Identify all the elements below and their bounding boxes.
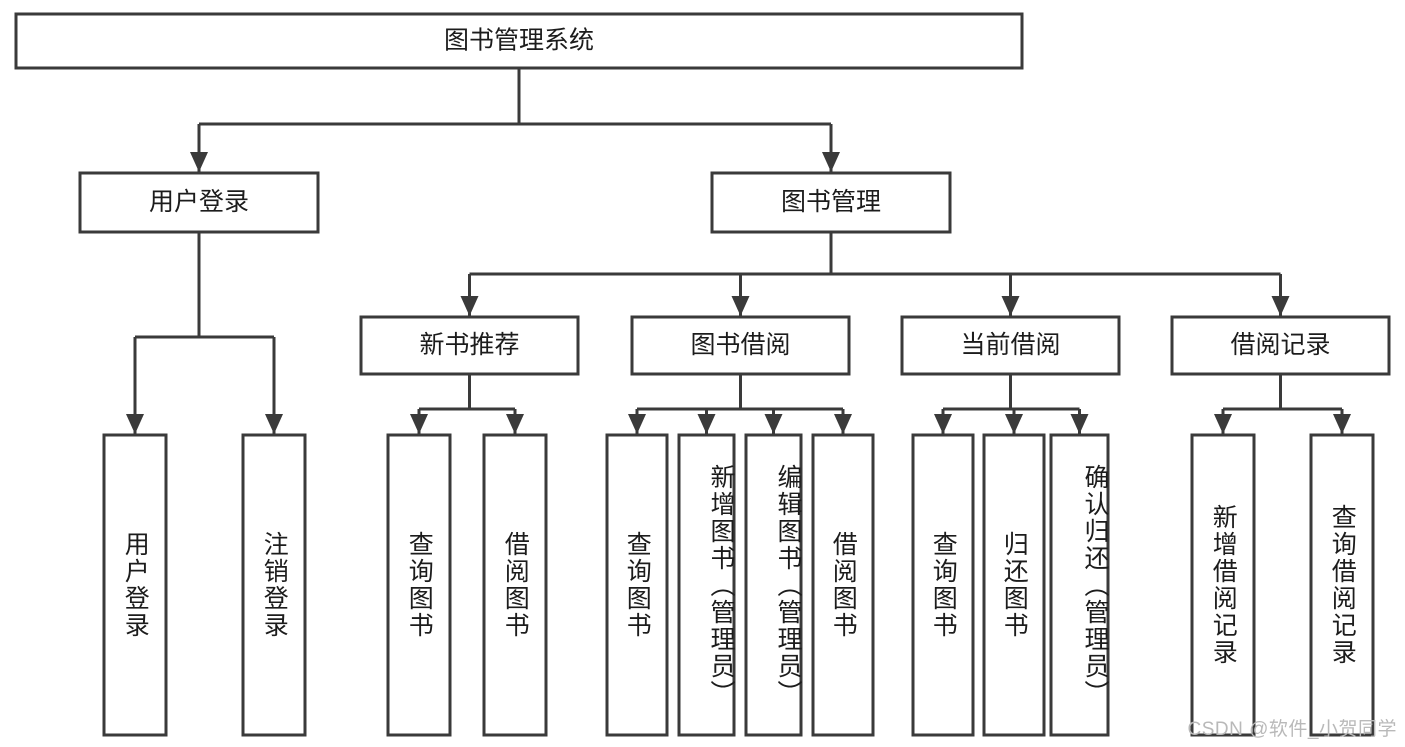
node-label-user-login: 用户登录 [149,188,249,216]
node-leaf-add-book[interactable] [677,433,736,737]
node-box-leaf-return-book[interactable] [982,433,1046,737]
arrow-head-icon-user-login [190,152,208,172]
node-leaf-add-record[interactable] [1190,433,1256,737]
arrow-head-icon-leaf-logout [265,414,283,434]
arrow-head-icon-leaf-query-book-2 [628,414,646,434]
node-book-borrow[interactable]: 图书借阅 [630,315,851,376]
node-box-leaf-borrow-book-1[interactable] [482,433,548,737]
node-box-leaf-query-book-3[interactable] [911,433,975,737]
node-leaf-logout[interactable] [241,433,307,737]
arrow-head-icon-leaf-confirm-return [1070,414,1089,434]
node-borrow-record[interactable]: 借阅记录 [1170,315,1391,376]
node-root[interactable]: 图书管理系统 [14,12,1024,70]
node-box-leaf-query-book-2[interactable] [605,433,669,737]
node-leaf-query-book-2[interactable] [605,433,669,737]
arrow-head-icon-leaf-edit-book [764,414,783,434]
arrow-head-icon-leaf-user-login [126,414,144,434]
node-leaf-query-record[interactable] [1309,433,1375,737]
arrow-head-icon-leaf-add-record [1214,414,1232,434]
node-leaf-query-book-3[interactable] [911,433,975,737]
node-label-current-borrow: 当前借阅 [960,331,1060,359]
connectors-layer [126,68,1351,434]
node-leaf-query-book-1[interactable] [386,433,452,737]
node-box-leaf-confirm-return[interactable] [1049,433,1110,737]
node-box-leaf-logout[interactable] [241,433,307,737]
node-label-borrow-record: 借阅记录 [1230,331,1330,359]
node-box-book-borrow[interactable] [630,315,851,376]
arrow-head-icon-leaf-return-book [1005,414,1023,434]
arrow-head-icon-leaf-add-book [697,414,716,434]
node-label-book-manage: 图书管理 [781,188,881,216]
node-box-book-manage[interactable] [710,171,952,234]
node-user-login[interactable]: 用户登录 [78,171,320,234]
node-box-current-borrow[interactable] [900,315,1121,376]
node-leaf-confirm-return[interactable] [1049,433,1110,737]
csdn-watermark: CSDN @软件_小贺同学 [1187,719,1397,740]
node-box-user-login[interactable] [78,171,320,234]
node-current-borrow[interactable]: 当前借阅 [900,315,1121,376]
arrow-head-icon-borrow-record [1271,296,1290,316]
arrow-head-icon-current-borrow [1001,296,1020,316]
node-box-root[interactable] [14,12,1024,70]
node-box-new-book-rec[interactable] [359,315,580,376]
arrow-head-icon-new-book-rec [460,296,479,316]
node-box-leaf-query-book-1[interactable] [386,433,452,737]
node-label-book-borrow: 图书借阅 [690,331,790,359]
node-label-new-book-rec: 新书推荐 [419,331,519,359]
node-leaf-borrow-book-1[interactable] [482,433,548,737]
arrow-head-icon-leaf-borrow-book-2 [834,414,852,434]
node-new-book-rec[interactable]: 新书推荐 [359,315,580,376]
node-box-leaf-user-login[interactable] [102,433,168,737]
node-box-leaf-query-record[interactable] [1309,433,1375,737]
node-box-borrow-record[interactable] [1170,315,1391,376]
arrow-head-icon-leaf-borrow-book-1 [506,414,524,434]
node-book-manage[interactable]: 图书管理 [710,171,952,234]
node-box-leaf-edit-book[interactable] [744,433,803,737]
arrow-head-icon-leaf-query-book-3 [934,414,952,434]
node-label-root: 图书管理系统 [444,27,594,55]
node-box-leaf-add-book[interactable] [677,433,736,737]
arrow-head-icon-book-borrow [731,296,750,316]
node-leaf-edit-book[interactable] [744,433,803,737]
node-box-leaf-add-record[interactable] [1190,433,1256,737]
node-leaf-return-book[interactable] [982,433,1046,737]
arrow-head-icon-leaf-query-book-1 [410,414,428,434]
arrow-head-icon-book-manage [822,152,840,172]
node-leaf-user-login[interactable] [102,433,168,737]
node-box-leaf-borrow-book-2[interactable] [811,433,875,737]
arrow-head-icon-leaf-query-record [1333,414,1351,434]
node-leaf-borrow-book-2[interactable] [811,433,875,737]
